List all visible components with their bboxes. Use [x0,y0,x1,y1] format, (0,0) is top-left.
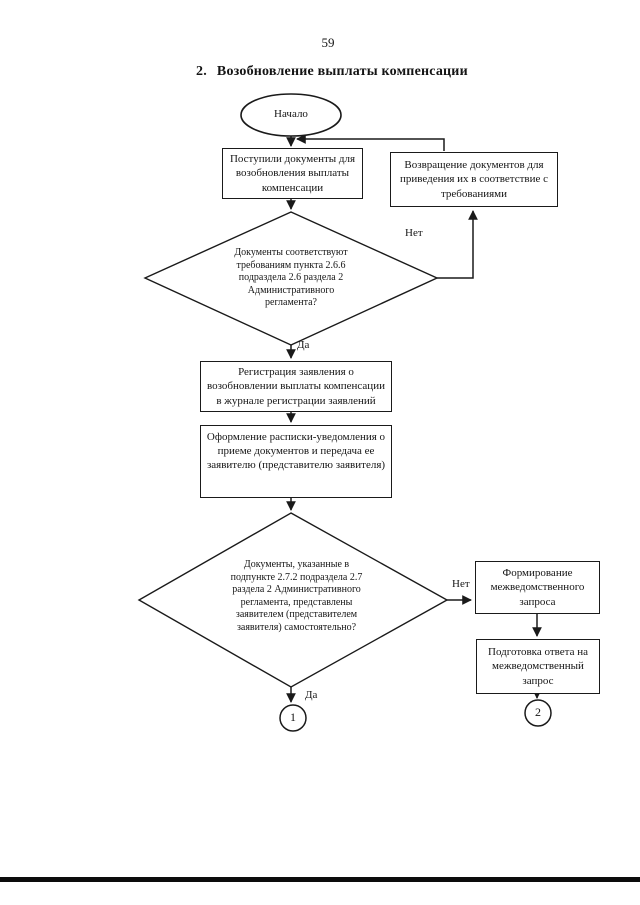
branch-label-yes-2: Да [305,689,318,701]
connector-circle-2-label: 2 [535,705,541,719]
process-box-received: Поступили документы для возобновления вы… [222,148,363,199]
branch-label-yes-1: Да [297,339,310,351]
page-number: 59 [321,35,335,50]
footer-rule [0,877,640,882]
process-box-return-documents: Возвращение документов для приведения их… [390,152,558,207]
process-box-prepare-answer: Подготовка ответа на межведомственный за… [476,639,600,694]
connector-circle-1-label: 1 [290,710,296,724]
section-title: 2. Возобновление выплаты компенсации [196,64,468,80]
process-box-registration: Регистрация заявления о возобновлении вы… [200,361,392,412]
process-box-form-request: Формирование межведомственного запроса [475,561,600,614]
branch-label-no-2: Нет [452,578,470,590]
section-title-index: 2. [196,64,207,79]
process-box-receipt: Оформление расписки-уведомления о приеме… [200,425,392,498]
start-node-label: Начало [274,108,308,120]
branch-label-no-1: Нет [405,227,423,239]
start-oval [240,93,342,137]
offpage-connector-circle-2 [524,699,552,727]
connector-decision1-no-to-return [437,210,478,279]
decision-diamond-self-submitted [137,512,449,688]
connector-return-feedback [296,134,445,151]
decision-diamond-compliance [143,211,439,346]
decision-compliance-label: Документы соответствуют требованиям пунк… [234,247,348,308]
decision-self-submitted-label: Документы, указанные в подпункте 2.7.2 п… [230,559,363,633]
section-title-text: Возобновление выплаты компенсации [216,64,468,79]
offpage-connector-circle-1 [279,704,307,732]
